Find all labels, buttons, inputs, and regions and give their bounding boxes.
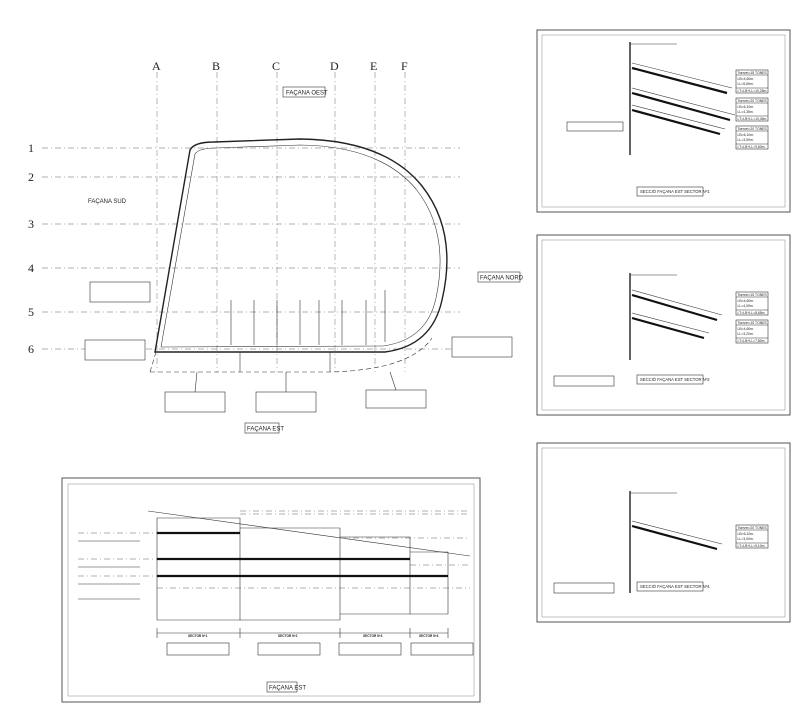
- axis-label-3: 3: [28, 217, 34, 231]
- grid-columns: A B C D E F: [152, 59, 408, 372]
- bonded-length: LB=4,60m.: [738, 77, 755, 81]
- axis-label-C: C: [272, 59, 280, 73]
- bonded-length: LB=6,10m.: [738, 532, 755, 536]
- axis-label-6: 6: [28, 342, 34, 356]
- axis-label-5: 5: [28, 305, 34, 319]
- free-length: LL=3,20m.: [738, 332, 754, 336]
- tension-box-frame: [735, 319, 769, 344]
- section-caption: SECCIÓ FAÇANA EST SECTOR Nº4: [636, 581, 710, 592]
- elevation-dashed-levels: [78, 510, 470, 589]
- section-caption-box: [636, 374, 704, 385]
- tension-label: Tserveí=15 TONES: [738, 321, 768, 325]
- facade-label-west: FAÇANA OEST: [286, 91, 328, 97]
- free-length: LL=3,00m.: [738, 537, 754, 541]
- axis-label-1: 1: [28, 141, 34, 155]
- tension-box-frame: [735, 291, 769, 316]
- tension-box-frame: [735, 524, 769, 549]
- section-tension-boxes: Tserveí=15 TONESLB=4,60m.LL=5,65m.LT=LB+…: [636, 69, 769, 592]
- facade-label-south: FAÇANA SUD: [88, 199, 127, 205]
- tension-box-frame: [735, 97, 769, 122]
- elevation-panel: SECTOR Nº1 SECTOR Nº2 SECTOR Nº3 SECTOR …: [61, 477, 481, 703]
- elevation-title: FAÇANA EST: [269, 686, 306, 692]
- free-length: LL=3,50m.: [738, 138, 754, 142]
- bonded-length: LB=4,60m.: [738, 299, 755, 303]
- axis-label-2: 2: [28, 170, 34, 184]
- total-length: LT=LB+LL=9,10m.: [738, 544, 766, 548]
- tension-box: Tserveí=15 TONES LB=4,60m.LL=5,65m. LT=LB+…: [735, 69, 769, 94]
- elevation-ground-lines: [78, 540, 140, 600]
- elevation-anchor-rows: [157, 531, 448, 578]
- tension-box: Tserveí=15 TONES LB=4,60m.LL=3,20m. LT=LB+…: [735, 319, 769, 344]
- facade-label-west-box: [282, 86, 326, 98]
- section-panel-3: [536, 442, 791, 623]
- total-length: LT=LB+LL=8,65m.: [738, 311, 766, 315]
- facade-label-north-box: [477, 271, 521, 283]
- bonded-length: LB=6,10m.: [738, 105, 755, 109]
- total-length: LT=LB+LL=10,45m.: [738, 117, 768, 121]
- sector-label-4: SECTOR Nº4: [419, 634, 439, 638]
- anchor-ticks: [230, 290, 386, 345]
- tension-box: Tserveí=20 TONES LB=6,10m.LL=3,00m. LT=LB+…: [735, 524, 769, 549]
- section-caption: SECCIÓ FAÇANA EST SECTOR Nº2: [636, 374, 710, 385]
- section-caption-text: SECCIÓ FAÇANA EST SECTOR Nº2: [640, 377, 710, 382]
- section-caption-text: SECCIÓ FAÇANA EST SECTOR Nº4: [640, 584, 710, 589]
- facade-label-east: FAÇANA EST: [247, 427, 284, 433]
- axis-label-E: E: [370, 59, 377, 73]
- axis-label-F: F: [401, 59, 408, 73]
- tension-label: Tserveí=15 TONES: [738, 71, 768, 75]
- tension-label: Tserveí=20 TONES: [738, 526, 768, 530]
- axis-label-A: A: [152, 59, 161, 73]
- elevation-note-boxes: [166, 642, 474, 656]
- facade-label-north: FAÇANA NORD: [480, 276, 524, 282]
- grid-rows: 1 2 3 4 5 6: [28, 141, 460, 356]
- free-length: LL=4,05m.: [738, 304, 754, 308]
- total-length: LT=LB+LL=10,25m.: [738, 89, 768, 93]
- tension-box: Tserveí=15 TONES LB=4,60m.LL=4,05m. LT=LB+…: [735, 291, 769, 316]
- total-length: LT=LB+LL=7,80m.: [738, 339, 766, 343]
- tension-label: Tserveí=15 TONES: [738, 293, 768, 297]
- sector-dimension-line: SECTOR Nº1 SECTOR Nº2 SECTOR Nº3 SECTOR …: [156, 628, 449, 638]
- building-outline: [149, 138, 448, 373]
- section-caption: SECCIÓ FAÇANA EST SECTOR Nº1: [636, 186, 710, 197]
- tension-label: Tserveí=20 TONES: [738, 99, 768, 103]
- total-length: LT=LB+LL=9,60m.: [738, 145, 766, 149]
- tension-label: Tserveí=20 TONES: [738, 127, 768, 131]
- plan-view: A B C D E F 1 2 3 4 5 6: [28, 59, 524, 434]
- free-length: LL=5,65m.: [738, 82, 754, 86]
- elevation-title-box: [266, 681, 298, 693]
- tension-box-frame: [735, 69, 769, 94]
- sector-label-1: SECTOR Nº1: [188, 634, 208, 638]
- section-caption-text: SECCIÓ FAÇANA EST SECTOR Nº1: [640, 189, 710, 194]
- sector-label-2: SECTOR Nº2: [278, 634, 298, 638]
- bonded-length: LB=4,60m.: [738, 327, 755, 331]
- axis-label-B: B: [212, 59, 220, 73]
- bonded-length: LB=6,10m.: [738, 133, 755, 137]
- facade-label-east-box: [244, 422, 280, 434]
- section-caption-box: [636, 581, 704, 592]
- tension-box: Tserveí=20 TONES LB=6,10m.LL=3,50m. LT=LB+…: [735, 125, 769, 150]
- tension-box-frame: [735, 125, 769, 150]
- axis-label-D: D: [330, 59, 339, 73]
- section-note-boxes: [84, 281, 513, 413]
- sector-label-3: SECTOR Nº3: [363, 634, 383, 638]
- axis-label-4: 4: [28, 261, 34, 275]
- section-caption-box: [636, 186, 704, 197]
- free-length: LL=4,35m.: [738, 110, 754, 114]
- tension-box: Tserveí=20 TONES LB=6,10m.LL=4,35m. LT=LB+…: [735, 97, 769, 122]
